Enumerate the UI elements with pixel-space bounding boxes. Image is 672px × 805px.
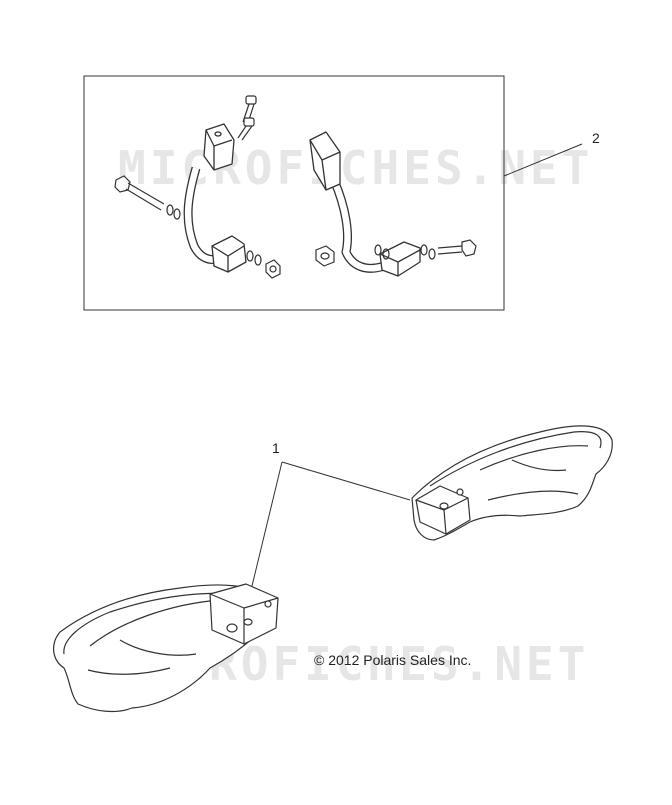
long-bolt-left (114, 175, 165, 211)
washers-left-upper (166, 204, 181, 220)
callout-1: 1 (272, 440, 280, 456)
leader-line-2 (503, 143, 583, 177)
callout-2: 2 (592, 130, 600, 146)
watermark-top: MICROFICHES.NET (118, 141, 593, 195)
washers-right-a (374, 244, 390, 260)
washers-right-b (420, 244, 436, 260)
hand-guard-right (411, 425, 613, 541)
nut-left (265, 259, 281, 279)
kit-box (83, 75, 505, 311)
left-bracket (183, 123, 247, 273)
long-bolt-right (437, 239, 477, 257)
washers-left-lower (246, 250, 262, 266)
copyright-text: © 2012 Polaris Sales Inc. (314, 652, 472, 668)
spacer-right (315, 245, 335, 267)
pin-upper-2 (237, 117, 255, 141)
right-bracket (309, 131, 421, 277)
leader-lines-1 (251, 461, 411, 587)
hand-guard-left (53, 583, 279, 713)
